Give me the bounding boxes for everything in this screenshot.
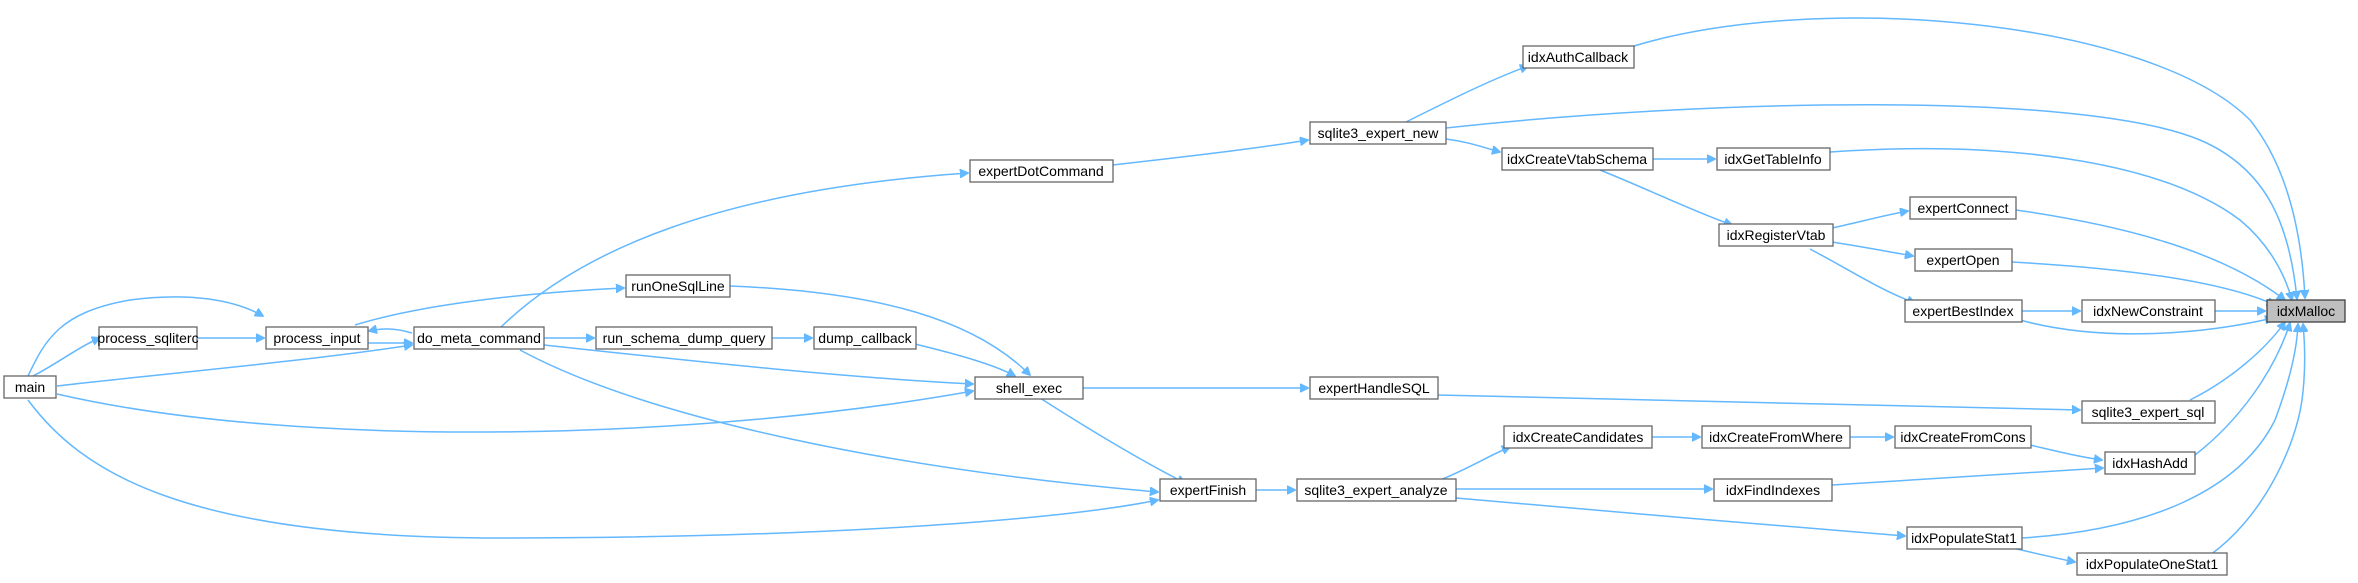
edge-new-auth	[1399, 66, 1528, 126]
edge-main-shell_exec	[56, 391, 973, 433]
edge-dot-expertnew	[1112, 140, 1308, 166]
edge-input-runOneSqlLine	[354, 288, 624, 326]
node-expertHandleSQL-label: expertHandleSQL	[1318, 380, 1430, 396]
edge-dumpcb-shell	[914, 343, 1015, 376]
node-main[interactable]: main	[3, 375, 57, 399]
node-dump_callback-label: dump_callback	[818, 330, 912, 346]
node-expertConnect-label: expertConnect	[1917, 200, 2008, 216]
node-do_meta_command[interactable]: do_meta_command	[413, 326, 545, 350]
edge-register-connect	[1831, 211, 1908, 229]
node-idxPopulateStat1[interactable]: idxPopulateStat1	[1906, 526, 2023, 550]
node-shell_exec-label: shell_exec	[996, 380, 1062, 396]
edge-meta-input	[369, 329, 413, 333]
edge-gettable-malloc	[1829, 147, 2292, 300]
edge-meta-expertDot	[499, 173, 968, 329]
node-expertOpen-label: expertOpen	[1926, 252, 1999, 268]
node-dump_callback[interactable]: dump_callback	[813, 326, 917, 350]
edge-runOne-shell	[729, 285, 1030, 375]
node-sqlite3_expert_analyze-label: sqlite3_expert_analyze	[1304, 482, 1447, 498]
node-expertBestIndex[interactable]: expertBestIndex	[1904, 299, 2023, 323]
node-idxPopulateOneStat1-label: idxPopulateOneStat1	[2086, 556, 2219, 572]
edge-findidx-hashadd	[1831, 468, 2103, 486]
node-sqlite3_expert_analyze[interactable]: sqlite3_expert_analyze	[1296, 478, 1457, 502]
edge-register-best	[1809, 248, 1915, 303]
node-idxMalloc-label: idxMalloc	[2277, 303, 2335, 319]
node-process_sqliterc-label: process_sqliterc	[97, 330, 198, 346]
node-sqlite3_expert_sql[interactable]: sqlite3_expert_sql	[2081, 400, 2216, 424]
node-shell_exec[interactable]: shell_exec	[974, 376, 1084, 400]
node-expertBestIndex-label: expertBestIndex	[1912, 303, 2013, 319]
node-idxNewConstraint[interactable]: idxNewConstraint	[2081, 299, 2216, 323]
edge-auth-malloc	[1633, 17, 2305, 298]
node-idxHashAdd-label: idxHashAdd	[2112, 455, 2188, 471]
edge-new-vtab	[1445, 138, 1500, 152]
edge-meta-shell	[543, 344, 973, 384]
edge-register-open	[1831, 241, 1913, 256]
node-idxCreateFromWhere-label: idxCreateFromWhere	[1709, 429, 1843, 445]
node-idxFindIndexes[interactable]: idxFindIndexes	[1713, 478, 1833, 502]
node-expertConnect[interactable]: expertConnect	[1909, 196, 2017, 220]
node-idxGetTableInfo[interactable]: idxGetTableInfo	[1716, 147, 1831, 171]
edge-new-malloc	[1445, 104, 2297, 299]
edge-meta-expertFinish	[519, 349, 1158, 492]
node-expertHandleSQL[interactable]: expertHandleSQL	[1309, 376, 1439, 400]
node-process_input-label: process_input	[273, 330, 360, 346]
node-idxFindIndexes-label: idxFindIndexes	[1726, 482, 1820, 498]
node-runOneSqlLine[interactable]: runOneSqlLine	[625, 274, 731, 298]
node-idxCreateCandidates-label: idxCreateCandidates	[1513, 429, 1644, 445]
node-expertFinish[interactable]: expertFinish	[1159, 478, 1257, 502]
node-do_meta_command-label: do_meta_command	[417, 330, 541, 346]
node-idxPopulateStat1-label: idxPopulateStat1	[1911, 530, 2017, 546]
node-idxCreateCandidates[interactable]: idxCreateCandidates	[1503, 425, 1653, 449]
edges	[27, 17, 2305, 562]
edge-main-expertFinish	[27, 399, 1158, 539]
node-expertFinish-label: expertFinish	[1170, 482, 1246, 498]
node-sqlite3_expert_sql-label: sqlite3_expert_sql	[2092, 404, 2205, 420]
edge-connect-malloc	[2015, 209, 2285, 300]
node-process_input[interactable]: process_input	[265, 326, 369, 350]
node-idxAuthCallback[interactable]: idxAuthCallback	[1522, 45, 1635, 69]
node-main-label: main	[15, 379, 45, 395]
node-expertOpen[interactable]: expertOpen	[1914, 248, 2013, 272]
node-sqlite3_expert_new[interactable]: sqlite3_expert_new	[1309, 121, 1447, 145]
node-idxNewConstraint-label: idxNewConstraint	[2093, 303, 2203, 319]
node-idxPopulateOneStat1[interactable]: idxPopulateOneStat1	[2076, 552, 2228, 576]
node-sqlite3_expert_new-label: sqlite3_expert_new	[1318, 125, 1440, 141]
node-idxHashAdd[interactable]: idxHashAdd	[2104, 451, 2196, 475]
node-process_sqliterc[interactable]: process_sqliterc	[97, 326, 199, 350]
edge-cons-hashadd	[2029, 444, 2102, 460]
edge-main-process_sqliterc	[32, 338, 100, 377]
node-run_schema_dump_query-label: run_schema_dump_query	[603, 330, 766, 346]
edge-onestat1-malloc	[2209, 324, 2305, 556]
nodes: main process_sqliterc process_input do_m…	[3, 45, 2346, 576]
edge-main-do_meta_command	[56, 345, 412, 387]
edge-open-malloc	[2011, 261, 2275, 305]
node-run_schema_dump_query[interactable]: run_schema_dump_query	[595, 326, 773, 350]
edge-shell-finish	[1039, 397, 1185, 483]
edge-vtab-register	[1599, 169, 1732, 225]
node-idxCreateVtabSchema[interactable]: idxCreateVtabSchema	[1501, 147, 1654, 171]
edge-expertsql-malloc	[2189, 322, 2285, 401]
node-expertDotCommand-label: expertDotCommand	[978, 163, 1103, 179]
node-idxRegisterVtab[interactable]: idxRegisterVtab	[1718, 223, 1834, 247]
edge-analyze-candidates	[1439, 447, 1510, 481]
edge-main-process_input	[27, 296, 263, 377]
edge-best-malloc	[2019, 318, 2273, 335]
node-idxCreateFromCons-label: idxCreateFromCons	[1900, 429, 2025, 445]
node-idxCreateFromCons[interactable]: idxCreateFromCons	[1894, 425, 2032, 449]
node-idxMalloc[interactable]: idxMalloc	[2266, 299, 2346, 323]
node-runOneSqlLine-label: runOneSqlLine	[631, 278, 725, 294]
node-idxRegisterVtab-label: idxRegisterVtab	[1727, 227, 1826, 243]
node-idxCreateFromWhere[interactable]: idxCreateFromWhere	[1701, 425, 1851, 449]
node-idxAuthCallback-label: idxAuthCallback	[1528, 49, 1629, 65]
node-expertDotCommand[interactable]: expertDotCommand	[969, 159, 1114, 183]
edge-stat1-malloc	[2021, 324, 2298, 539]
edge-analyze-stat1	[1455, 497, 1905, 536]
node-idxCreateVtabSchema-label: idxCreateVtabSchema	[1507, 151, 1647, 167]
edge-hashadd-malloc	[2194, 323, 2290, 456]
edge-handlesql-expertsql	[1437, 394, 2080, 410]
node-idxGetTableInfo-label: idxGetTableInfo	[1724, 151, 1821, 167]
